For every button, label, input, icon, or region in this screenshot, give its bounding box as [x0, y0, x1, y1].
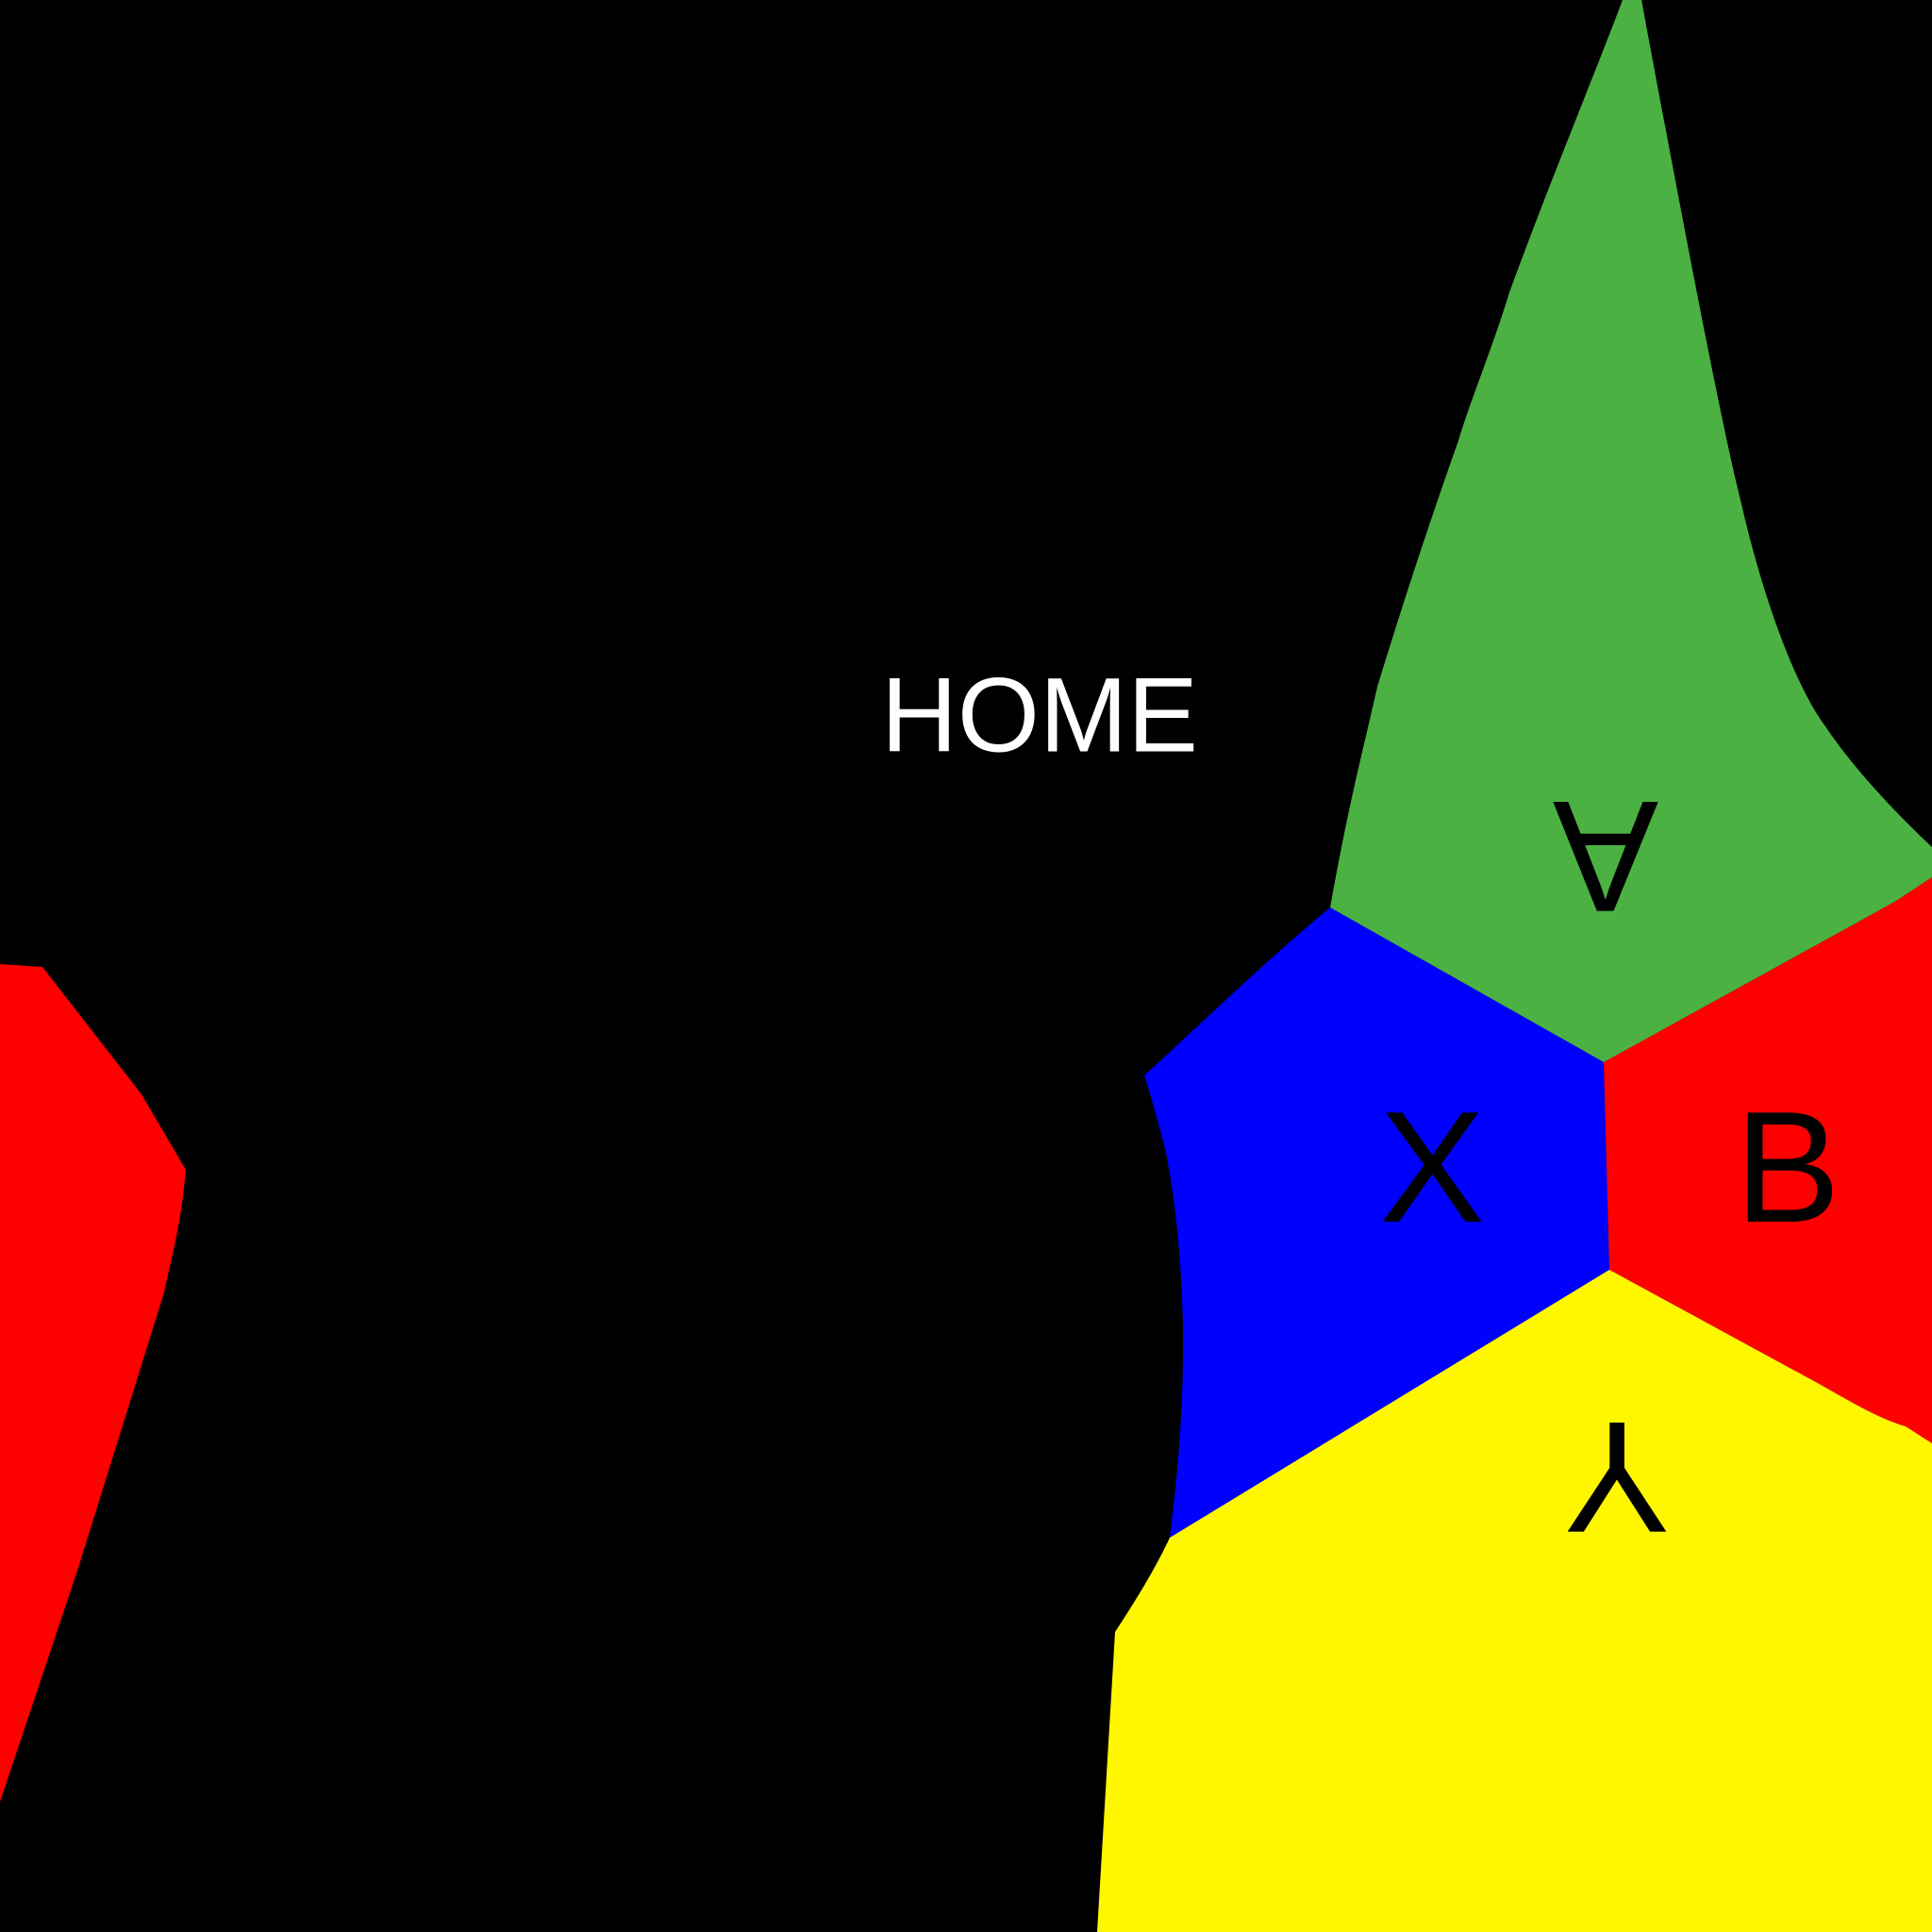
- x-button-label: X: [1379, 1078, 1485, 1256]
- y-button-shape[interactable]: [1097, 1270, 1932, 1932]
- x-button-shape[interactable]: [1144, 908, 1609, 1538]
- a-button[interactable]: A: [1330, 0, 1932, 1062]
- b-button-label: B: [1735, 1078, 1840, 1256]
- b-button[interactable]: B: [1604, 877, 1932, 1443]
- a-button-shape[interactable]: [1330, 0, 1932, 1062]
- home-label: HOME: [881, 657, 1198, 774]
- x-button[interactable]: X: [1144, 908, 1609, 1538]
- b-button-shape[interactable]: [1604, 877, 1932, 1443]
- a-button-label: A: [1553, 768, 1658, 945]
- left-red-segment[interactable]: [0, 964, 186, 1802]
- y-button-label: Y: [1564, 1389, 1670, 1566]
- y-button[interactable]: Y: [1097, 1270, 1932, 1932]
